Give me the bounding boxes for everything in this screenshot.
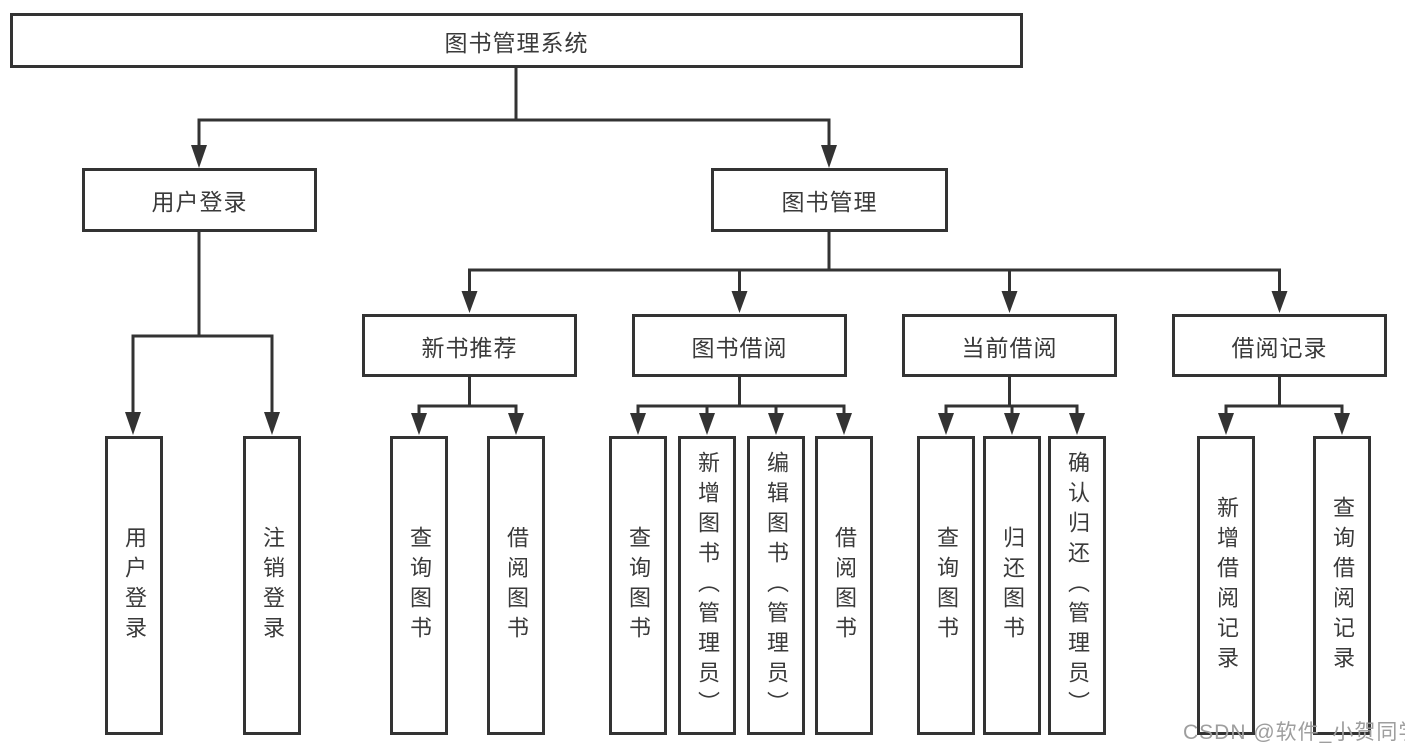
leaf-query-books-current-label: 查询图书 bbox=[934, 525, 959, 646]
leaf-borrow-books-label: 借阅图书 bbox=[832, 525, 857, 646]
node-current-borrowing-label: 当前借阅 bbox=[961, 334, 1058, 361]
node-book-management-label: 图书管理 bbox=[781, 189, 878, 215]
node-book-borrowing: 图书借阅 bbox=[632, 314, 847, 377]
node-book-management: 图书管理 bbox=[711, 168, 948, 232]
node-book-borrowing-label: 图书借阅 bbox=[691, 334, 788, 361]
node-current-borrowing: 当前借阅 bbox=[902, 314, 1117, 377]
leaf-return-books-label: 归还图书 bbox=[1000, 525, 1025, 646]
leaf-edit-books-admin: 编辑图书（管理员） bbox=[747, 436, 805, 735]
leaf-query-borrow-record: 查询借阅记录 bbox=[1313, 436, 1371, 735]
leaf-add-borrow-record: 新增借阅记录 bbox=[1197, 436, 1255, 735]
leaf-return-books: 归还图书 bbox=[983, 436, 1041, 735]
leaf-borrow-books: 借阅图书 bbox=[815, 436, 873, 735]
leaf-query-books-recommend-label: 查询图书 bbox=[407, 525, 432, 646]
leaf-add-books-admin-label: 新增图书（管理员） bbox=[695, 450, 720, 721]
leaf-query-books-current: 查询图书 bbox=[917, 436, 975, 735]
node-borrowing-records: 借阅记录 bbox=[1172, 314, 1387, 377]
leaf-user-login-label: 用户登录 bbox=[122, 525, 147, 646]
csdn-watermark: CSDN @软件_小贺同学 bbox=[1183, 721, 1405, 744]
leaf-add-books-admin: 新增图书（管理员） bbox=[678, 436, 736, 735]
leaf-logout-label: 注销登录 bbox=[260, 525, 285, 646]
node-user-login: 用户登录 bbox=[82, 168, 317, 232]
leaf-confirm-return-admin-label: 确认归还（管理员） bbox=[1065, 450, 1090, 721]
leaf-query-books-recommend: 查询图书 bbox=[390, 436, 448, 735]
leaf-logout: 注销登录 bbox=[243, 436, 301, 735]
leaf-user-login: 用户登录 bbox=[105, 436, 163, 735]
node-borrowing-records-label: 借阅记录 bbox=[1231, 334, 1328, 361]
node-user-login-label: 用户登录 bbox=[151, 189, 248, 215]
leaf-edit-books-admin-label: 编辑图书（管理员） bbox=[764, 450, 789, 721]
node-new-book-recommendation-label: 新书推荐 bbox=[421, 334, 518, 361]
leaf-query-borrow-record-label: 查询借阅记录 bbox=[1330, 495, 1355, 676]
node-library-management-system: 图书管理系统 bbox=[10, 13, 1023, 68]
leaf-add-borrow-record-label: 新增借阅记录 bbox=[1214, 495, 1239, 676]
leaf-query-books-borrow: 查询图书 bbox=[609, 436, 667, 735]
leaf-borrow-books-recommend-label: 借阅图书 bbox=[504, 525, 529, 646]
leaf-borrow-books-recommend: 借阅图书 bbox=[487, 436, 545, 735]
node-library-management-system-label: 图书管理系统 bbox=[444, 29, 589, 56]
leaf-confirm-return-admin: 确认归还（管理员） bbox=[1048, 436, 1106, 735]
leaf-query-books-borrow-label: 查询图书 bbox=[626, 525, 651, 646]
node-new-book-recommendation: 新书推荐 bbox=[362, 314, 577, 377]
